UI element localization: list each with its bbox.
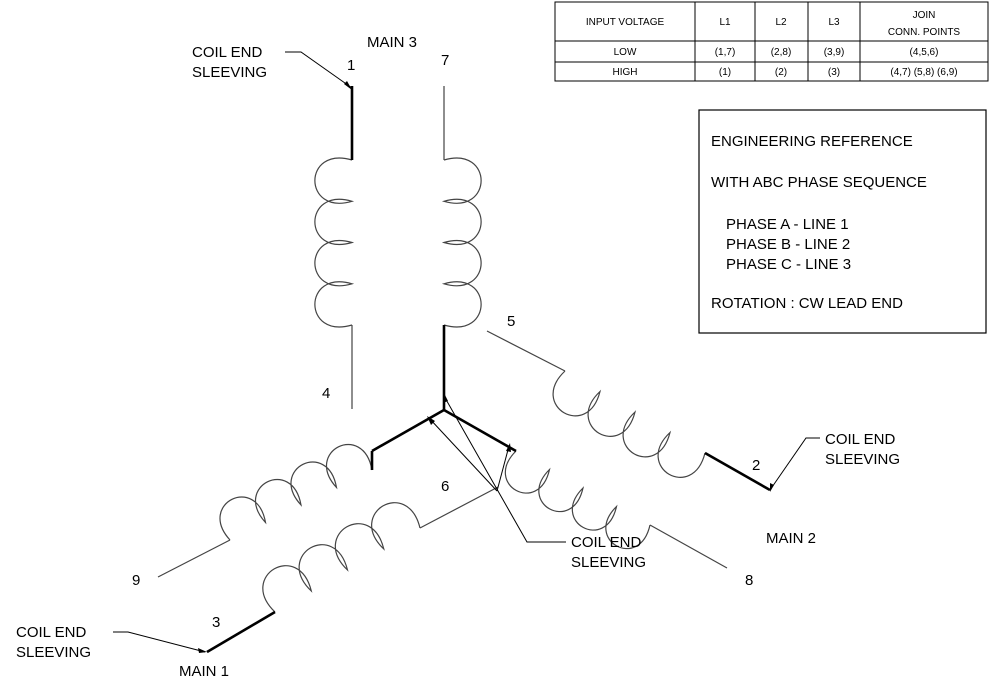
reference-phase-b: PHASE B - LINE 2: [726, 236, 850, 253]
table-cell: (1,7): [715, 47, 736, 58]
coil-7-center: [441, 157, 482, 328]
table-cell: HIGH: [613, 67, 638, 78]
table-cell: (2): [775, 67, 787, 78]
table-header-l2: L2: [775, 17, 787, 28]
table-header-conn-points: CONN. POINTS: [888, 27, 961, 38]
reference-sequence: WITH ABC PHASE SEQUENCE: [711, 174, 927, 191]
reference-phase-c: PHASE C - LINE 3: [726, 256, 851, 273]
terminal-4: 4: [322, 385, 330, 402]
main1-label: MAIN 1: [179, 663, 229, 680]
coil-5-2: [552, 370, 706, 478]
table-cell: (4,5,6): [910, 47, 939, 58]
coil-3-6: [262, 502, 421, 613]
terminal-7: 7: [441, 52, 449, 69]
diagram-labels: MAIN 3 MAIN 2 MAIN 1 COIL END SLEEVING C…: [16, 34, 900, 680]
table-cell: (2,8): [771, 47, 792, 58]
reference-rotation: ROTATION : CW LEAD END: [711, 295, 903, 312]
sleeving-label-left-line2: SLEEVING: [16, 644, 91, 661]
terminal-8: 8: [745, 572, 753, 589]
coil-windings: [219, 157, 706, 613]
coil-center-9: [219, 443, 373, 541]
sleeving-label-top-line1: COIL END: [192, 44, 262, 61]
table-cell: LOW: [614, 47, 637, 58]
connection-table: INPUT VOLTAGE L1 L2 L3 JOIN CONN. POINTS…: [554, 1, 989, 82]
table-header-join: JOIN: [913, 10, 936, 21]
sleeving-label-right-line1: COIL END: [825, 431, 895, 448]
coil-center-8: [504, 450, 651, 550]
sleeving-label-right-line2: SLEEVING: [825, 451, 900, 468]
terminal-6: 6: [441, 478, 449, 495]
terminal-9: 9: [132, 572, 140, 589]
reference-title: ENGINEERING REFERENCE: [711, 133, 913, 150]
table-header-input-voltage: INPUT VOLTAGE: [586, 17, 665, 28]
terminal-3: 3: [212, 614, 220, 631]
sleeving-label-center-line2: SLEEVING: [571, 554, 646, 571]
table-header-l1: L1: [719, 17, 731, 28]
table-cell: (3,9): [824, 47, 845, 58]
coil-1-4: [314, 157, 355, 328]
sleeving-label-top-line2: SLEEVING: [192, 64, 267, 81]
terminal-2: 2: [752, 457, 760, 474]
table-header-l3: L3: [828, 17, 840, 28]
lead-wires: [157, 86, 771, 654]
sleeving-arrows: [113, 51, 820, 653]
reference-phase-a: PHASE A - LINE 1: [726, 216, 849, 233]
engineering-reference-box: ENGINEERING REFERENCE WITH ABC PHASE SEQ…: [698, 109, 987, 334]
terminal-5: 5: [507, 313, 515, 330]
sleeving-label-left-line1: COIL END: [16, 624, 86, 641]
table-cell: (4,7) (5,8) (6,9): [890, 67, 957, 78]
terminal-1: 1: [347, 57, 355, 74]
table-cell: (3): [828, 67, 840, 78]
sleeving-label-center-line1: COIL END: [571, 534, 641, 551]
main2-label: MAIN 2: [766, 530, 816, 547]
table-cell: (1): [719, 67, 731, 78]
main3-label: MAIN 3: [367, 34, 417, 51]
